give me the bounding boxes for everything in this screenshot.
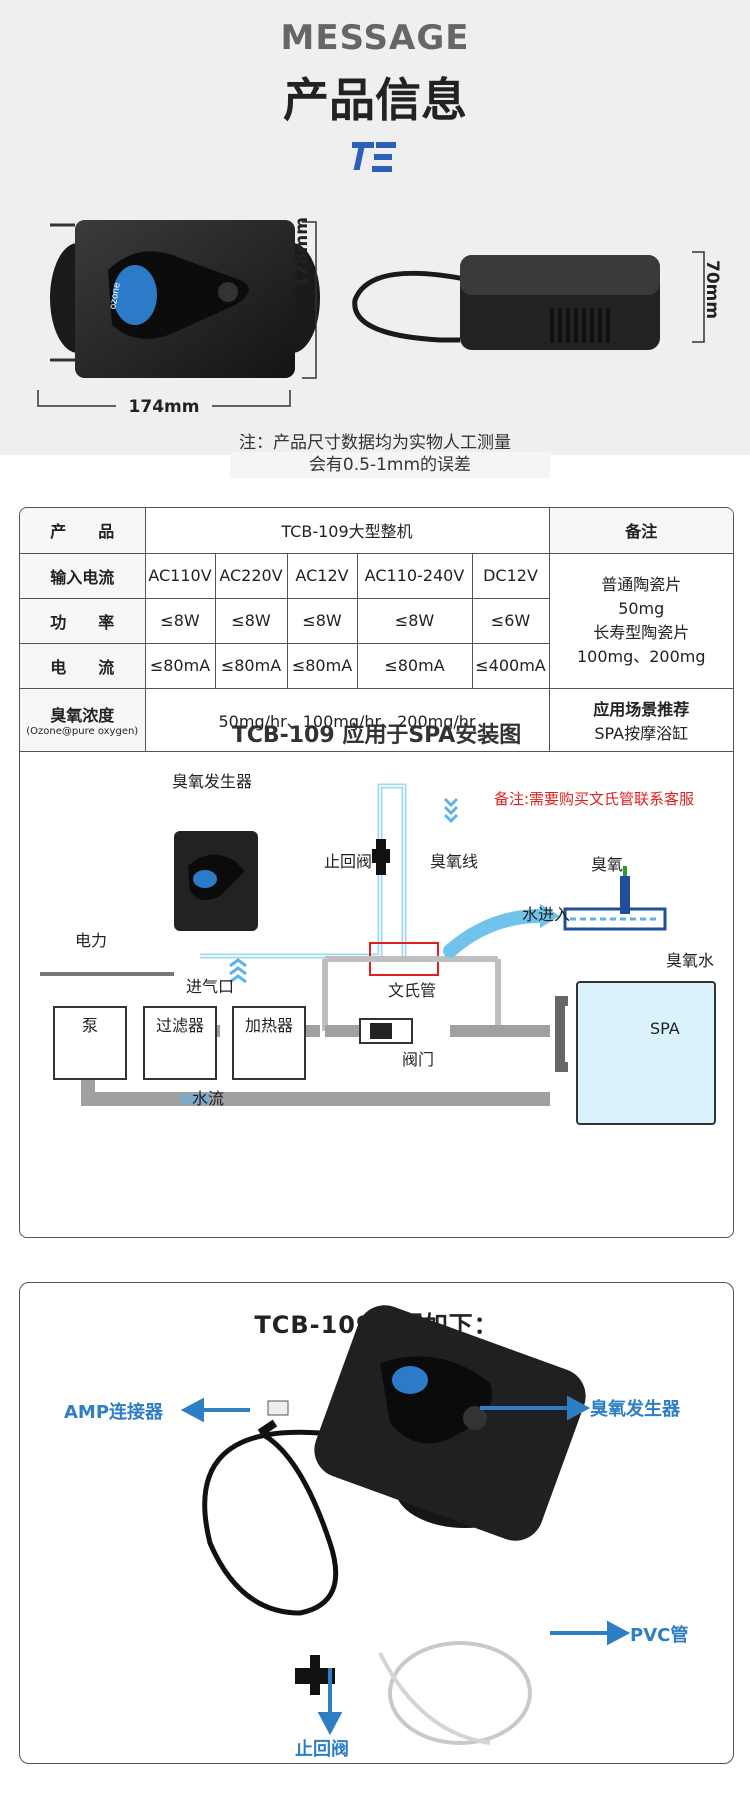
spa-label: SPA <box>650 1019 680 1038</box>
brand-logo <box>352 142 396 172</box>
table-cell: AC110V <box>144 552 216 599</box>
diagram-title: TCB-109 应用于SPA安装图 <box>231 723 522 748</box>
label-venturi: 文氏管 <box>388 981 437 1000</box>
row-label-power: 功 率 <box>20 597 146 644</box>
height-dimension-line <box>302 221 317 379</box>
label-check-valve: 止回阀 <box>324 852 373 871</box>
package-drawing <box>180 1305 631 1745</box>
header-model: TCB-109大型整机 <box>144 508 550 554</box>
width-dimension-line <box>37 390 291 407</box>
width-dimension: 174mm <box>128 397 200 417</box>
label-power: 电力 <box>75 931 108 950</box>
measurement-tolerance: 会有0.5-1mm的误差 <box>230 452 550 478</box>
label-water-flow: 水流 <box>192 1089 225 1108</box>
ozone-label: 臭氧浓度 <box>50 706 115 725</box>
heater-box: 加热器 <box>232 1006 306 1080</box>
row-label-input: 输入电流 <box>20 552 146 599</box>
table-cell: AC110-240V <box>356 552 473 599</box>
label-valve: 阀门 <box>402 1050 435 1069</box>
depth-dimension: 70mm <box>702 260 722 320</box>
scene-label: 应用场景推荐 <box>593 699 690 719</box>
diagram-drawing <box>40 783 667 1106</box>
table-cell: ≤8W <box>144 597 216 644</box>
remark-line: 普通陶瓷片 <box>601 574 682 594</box>
table-cell: ≤80mA <box>214 642 288 689</box>
table-cell: DC12V <box>471 552 550 599</box>
label-ozone: 臭氧 <box>591 855 624 874</box>
height-dimension: 128mm <box>292 217 312 288</box>
page-title: 产品信息 <box>283 73 467 127</box>
label-check-valve: 止回阀 <box>295 1739 349 1760</box>
table-cell: ≤80mA <box>356 642 473 689</box>
label-generator: 臭氧发生器 <box>172 772 253 791</box>
label-water-in: 水进入 <box>522 905 571 924</box>
remarks-cell: 普通陶瓷片 50mg 长寿型陶瓷片 100mg、200mg <box>548 552 733 689</box>
table-cell: ≤400mA <box>471 642 549 689</box>
filter-box: 过滤器 <box>143 1006 217 1080</box>
standard-package-card: TCB-109标配如下： AMP连接器 臭氧发生器 PVC管 止回阀 <box>19 1282 734 1764</box>
device-front-view <box>50 220 320 378</box>
table-cell: ≤80mA <box>144 642 216 689</box>
table-cell: ≤8W <box>214 597 288 644</box>
row-label-current: 电 流 <box>20 642 146 689</box>
installation-diagram: TCB-109 应用于SPA安装图 臭氧发生器 备注:需要购买文氏管联系客服 <box>20 691 733 1237</box>
spec-table: 产 品 TCB-109大型整机 备注 输入电流 AC110V AC220V AC… <box>20 508 733 752</box>
table-cell: AC12V <box>286 552 358 599</box>
ozone-value: 50mg/hr、100mg/hr、200mg/hr <box>144 687 550 752</box>
table-cell: ≤8W <box>286 597 358 644</box>
spa-tub <box>576 981 716 1125</box>
device-side-view <box>352 255 660 350</box>
header-remarks: 备注 <box>548 508 733 554</box>
scene-cell: 应用场景推荐 SPA按摩浴缸 <box>548 687 733 752</box>
row-label-ozone: 臭氧浓度 (Ozone@pure oxygen) <box>20 687 146 752</box>
measurement-note: 注：产品尺寸数据均为实物人工测量 <box>239 433 511 453</box>
label-ozone-line: 臭氧线 <box>430 852 479 871</box>
label-air-inlet: 进气口 <box>186 977 235 996</box>
table-cell: AC220V <box>214 552 288 599</box>
section-eyebrow: MESSAGE <box>280 18 470 58</box>
table-cell: ≤80mA <box>286 642 358 689</box>
table-cell: ≤6W <box>471 597 549 644</box>
label-ozone-generator: 臭氧发生器 <box>590 1399 680 1420</box>
table-cell: ≤8W <box>356 597 473 644</box>
remark-line: 长寿型陶瓷片 <box>593 622 690 642</box>
label-pvc-tube: PVC管 <box>630 1625 689 1646</box>
remark-line: 100mg、200mg <box>576 646 706 666</box>
remark-line: 50mg <box>618 598 665 618</box>
header-product: 产 品 <box>20 508 146 554</box>
ozone-sublabel: (Ozone@pure oxygen) <box>26 726 139 737</box>
diagram-note: 备注:需要购买文氏管联系客服 <box>494 790 695 808</box>
spec-card: 产 品 TCB-109大型整机 备注 输入电流 AC110V AC220V AC… <box>19 507 734 1238</box>
pump-box: 泵 <box>53 1006 127 1080</box>
label-ozone-water: 臭氧水 <box>666 951 715 970</box>
scene-value: SPA按摩浴缸 <box>594 723 689 743</box>
depth-dimension-line <box>692 251 705 343</box>
label-amp-connector: AMP连接器 <box>64 1402 164 1423</box>
